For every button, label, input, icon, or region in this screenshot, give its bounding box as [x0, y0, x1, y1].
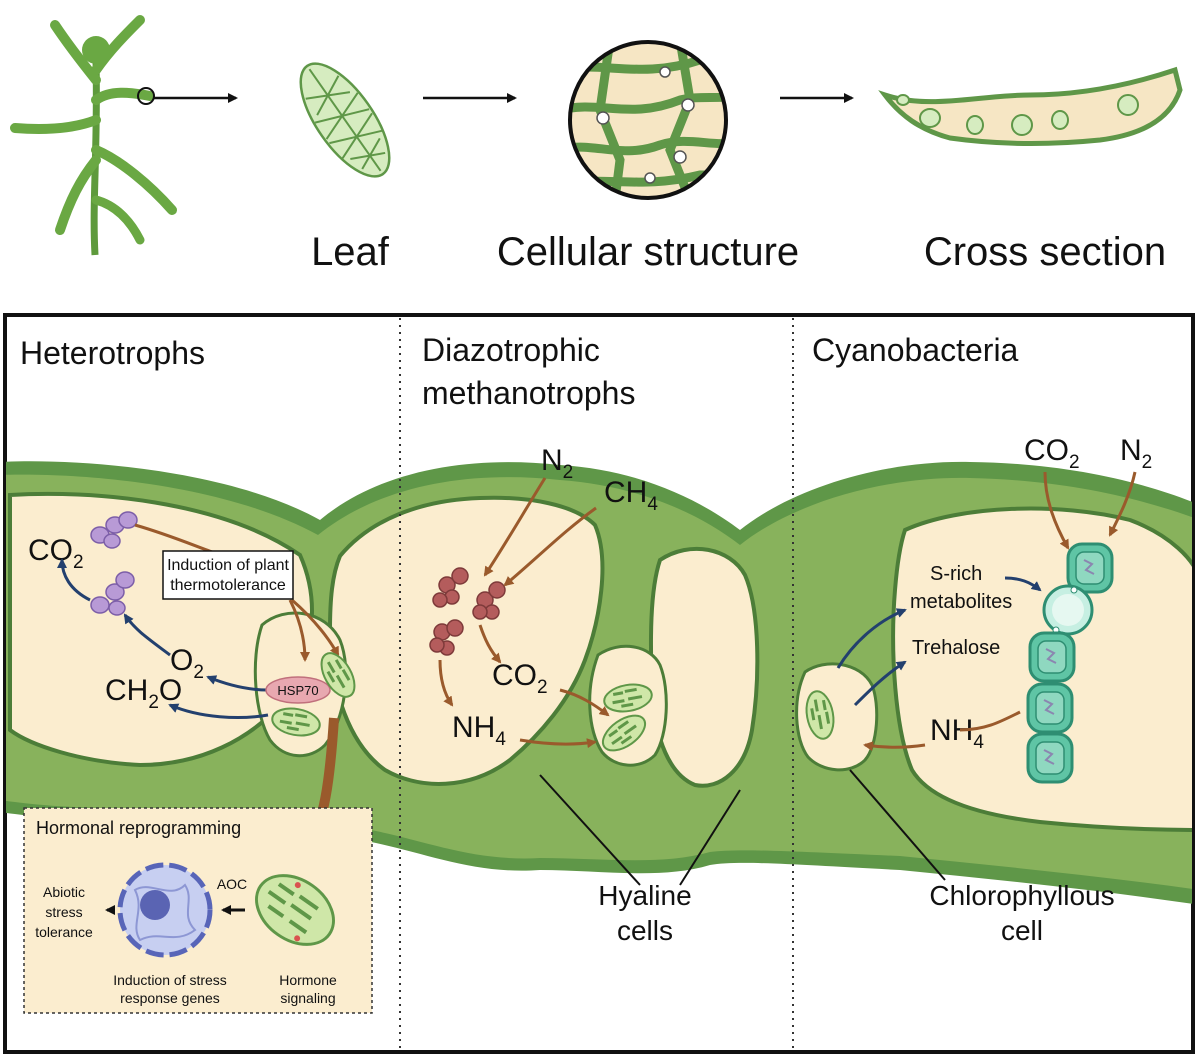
hsp70-label: HSP70: [277, 683, 318, 698]
hormone-line1: Hormone: [279, 972, 337, 988]
arrow-co2-to-chloroplast: [559, 688, 610, 717]
srich-line2: metabolites: [910, 591, 1012, 613]
induction-line2: thermotolerance: [170, 577, 286, 594]
srich-line1: S-rich: [930, 563, 982, 585]
abiotic-line3: tolerance: [35, 924, 93, 940]
moss-plant-illustration: [10, 15, 177, 256]
o2-label: O2: [170, 644, 204, 683]
n2-label-diazo: N2: [541, 444, 573, 483]
arrow-cluster-to-nh4: [438, 659, 454, 707]
induction-line1: Induction of plant: [167, 557, 289, 574]
heterotroph-cluster-middle: [90, 571, 135, 616]
cross-section-diagram: [6, 461, 1192, 904]
panel-title-heterotrophs: Heterotrophs: [20, 335, 205, 371]
arrow-cell-to-srich: [836, 608, 907, 669]
arrow-co2-to-cyano: [1043, 471, 1070, 550]
cross-section-label: Cross section: [924, 230, 1166, 274]
arrow-cyano-to-nh4: [959, 710, 1021, 732]
induction-box: [162, 550, 294, 600]
hyaline-pointer-left: [539, 774, 641, 886]
aoc-label: AOC: [217, 876, 247, 892]
hormonal-title: Hormonal reprogramming: [36, 818, 241, 838]
trehalose-label: Trehalose: [912, 637, 1000, 659]
arrow-to-co2: [57, 558, 91, 602]
arrow-induction-to-chloroplast: [291, 598, 340, 657]
zoom-circle: [137, 87, 155, 105]
panel-title-cyanobacteria: Cyanobacteria: [812, 332, 1019, 368]
arrow-n2-to-cluster: [483, 477, 547, 577]
arrow-nh4-to-chloroplast-cyano: [863, 741, 926, 752]
chlorophyllous-line1: Chlorophyllous: [929, 880, 1114, 911]
co2-label-cyano: CO2: [1024, 434, 1080, 473]
nucleus-icon: [117, 862, 213, 958]
heterotroph-cluster-top: [90, 511, 138, 549]
induction-stress-line1: Induction of stress: [113, 972, 227, 988]
arrow-o2-to-cluster: [123, 613, 171, 657]
leaf-illustration: [299, 62, 391, 178]
cellular-structure-label: Cellular structure: [497, 230, 799, 274]
arrow-nh4-to-chloroplast: [519, 738, 597, 749]
nh4-label-diazo: NH4: [452, 711, 506, 750]
hyaline-pointer-right: [679, 789, 741, 886]
ch4-label: CH4: [604, 476, 658, 515]
cross-section-illustration: [878, 66, 1183, 147]
hyaline-line1: Hyaline: [598, 880, 691, 911]
arrow-to-o2: [206, 675, 269, 692]
chlorophyllous-line2: cell: [1001, 915, 1043, 946]
arrow-to-ch2o: [168, 703, 269, 719]
abiotic-line2: stress: [45, 904, 82, 920]
arrow-srich: [1004, 576, 1042, 592]
cyanobacteria-filament: [1026, 542, 1114, 784]
arrow-n2-to-cyano: [1108, 471, 1137, 537]
arrow-ch4-to-cluster: [503, 506, 597, 587]
leaf-label: Leaf: [311, 230, 390, 274]
hormone-line2: signaling: [280, 990, 335, 1006]
panel-title-diazotrophic-line2: methanotrophs: [422, 375, 635, 411]
hsp70-badge: [265, 676, 331, 704]
panel-title-diazotrophic-line1: Diazotrophic: [422, 332, 600, 368]
chlorophyllous-pointer: [849, 769, 946, 881]
chloroplast-hormone-icon: [255, 874, 335, 946]
ch2o-label: CH2O: [105, 674, 182, 713]
induction-stress-line2: response genes: [120, 990, 220, 1006]
abiotic-line1: Abiotic: [43, 884, 85, 900]
arrow-cell-to-trehalose: [853, 660, 907, 707]
hyaline-line2: cells: [617, 915, 673, 946]
arrow-cluster-to-co2: [478, 624, 502, 664]
co2-label-diazo: CO2: [492, 659, 548, 698]
arrow-induction-to-hsp70: [288, 599, 310, 662]
cellular-structure-illustration: [568, 40, 728, 200]
n2-label-cyano: N2: [1120, 434, 1152, 473]
methanotroph-clusters: [429, 567, 506, 656]
